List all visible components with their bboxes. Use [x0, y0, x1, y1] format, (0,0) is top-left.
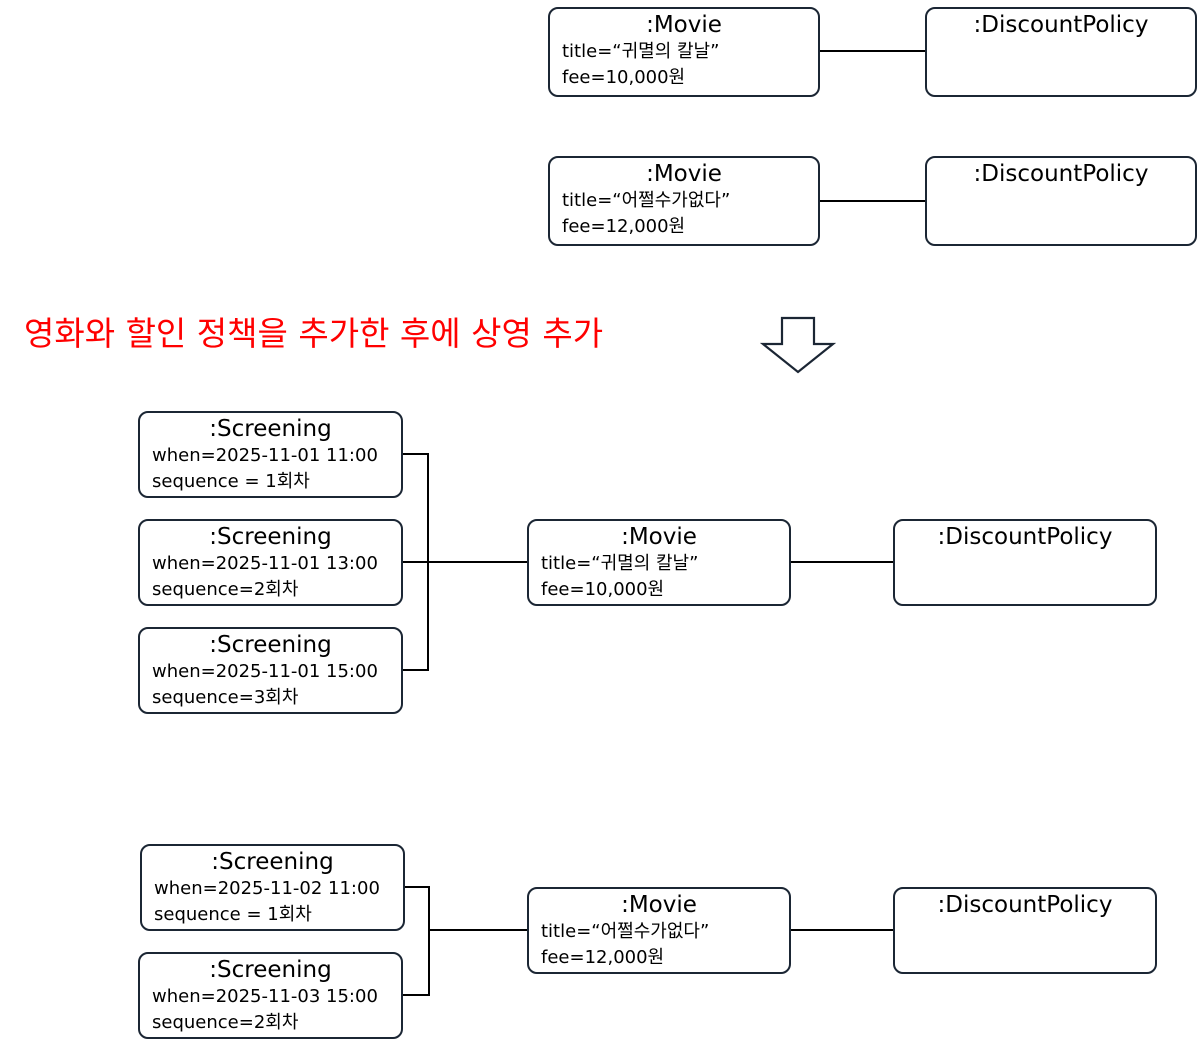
object-name: :DiscountPolicy	[973, 161, 1149, 187]
movie-object: :Movie title=“귀멸의 칼날” fee=10,000원	[527, 519, 791, 606]
movie-object: :Movie title=“귀멸의 칼날” fee=10,000원	[548, 7, 820, 97]
attribute-when: when=2025-11-01 13:00	[152, 553, 378, 574]
connector-group2-screenings	[402, 886, 430, 996]
movie-object: :Movie title=“어쩔수가없다” fee=12,000원	[527, 887, 791, 974]
object-name: :Screening	[211, 849, 334, 875]
transition-caption: 영화와 할인 정책을 추가한 후에 상영 추가	[24, 314, 604, 353]
object-name: :Screening	[209, 524, 332, 550]
object-name: :Screening	[209, 957, 332, 983]
object-name: :DiscountPolicy	[973, 12, 1149, 38]
object-name: :Screening	[209, 416, 332, 442]
screening-object: :Screening when=2025-11-01 13:00 sequenc…	[138, 519, 403, 606]
object-name: :Movie	[646, 161, 722, 187]
attribute-sequence: sequence=3회차	[152, 687, 299, 708]
attribute-fee: fee=12,000원	[541, 947, 665, 968]
attribute-when: when=2025-11-01 11:00	[152, 445, 378, 466]
attribute-fee: fee=10,000원	[562, 67, 686, 88]
object-name: :Movie	[621, 892, 697, 918]
attribute-sequence: sequence = 1회차	[152, 471, 310, 492]
attribute-title: title=“어쩔수가없다”	[541, 921, 710, 942]
attribute-when: when=2025-11-03 15:00	[152, 986, 378, 1007]
object-name: :DiscountPolicy	[937, 892, 1113, 918]
object-name: :Movie	[621, 524, 697, 550]
screening-object: :Screening when=2025-11-03 15:00 sequenc…	[138, 952, 403, 1039]
attribute-fee: fee=10,000원	[541, 579, 665, 600]
attribute-title: title=“귀멸의 칼날”	[541, 553, 699, 574]
attribute-sequence: sequence=2회차	[152, 1012, 299, 1033]
attribute-when: when=2025-11-01 15:00	[152, 661, 378, 682]
attribute-title: title=“귀멸의 칼날”	[562, 41, 720, 62]
attribute-fee: fee=12,000원	[562, 216, 686, 237]
screening-object: :Screening when=2025-11-02 11:00 sequenc…	[140, 844, 405, 931]
movie-object: :Movie title=“어쩔수가없다” fee=12,000원	[548, 156, 820, 246]
discount-policy-object: :DiscountPolicy	[893, 519, 1157, 606]
attribute-sequence: sequence=2회차	[152, 579, 299, 600]
object-name: :Movie	[646, 12, 722, 38]
object-name: :Screening	[209, 632, 332, 658]
screening-object: :Screening when=2025-11-01 11:00 sequenc…	[138, 411, 403, 498]
attribute-title: title=“어쩔수가없다”	[562, 190, 731, 211]
discount-policy-object: :DiscountPolicy	[893, 887, 1157, 974]
attribute-sequence: sequence = 1회차	[154, 904, 312, 925]
hollow-down-arrow-icon	[760, 316, 836, 374]
discount-policy-object: :DiscountPolicy	[925, 7, 1197, 97]
attribute-when: when=2025-11-02 11:00	[154, 878, 380, 899]
connector-group	[402, 50, 926, 996]
screening-object: :Screening when=2025-11-01 15:00 sequenc…	[138, 627, 403, 714]
discount-policy-object: :DiscountPolicy	[925, 156, 1197, 246]
object-name: :DiscountPolicy	[937, 524, 1113, 550]
connector-group1-screenings	[402, 453, 429, 671]
